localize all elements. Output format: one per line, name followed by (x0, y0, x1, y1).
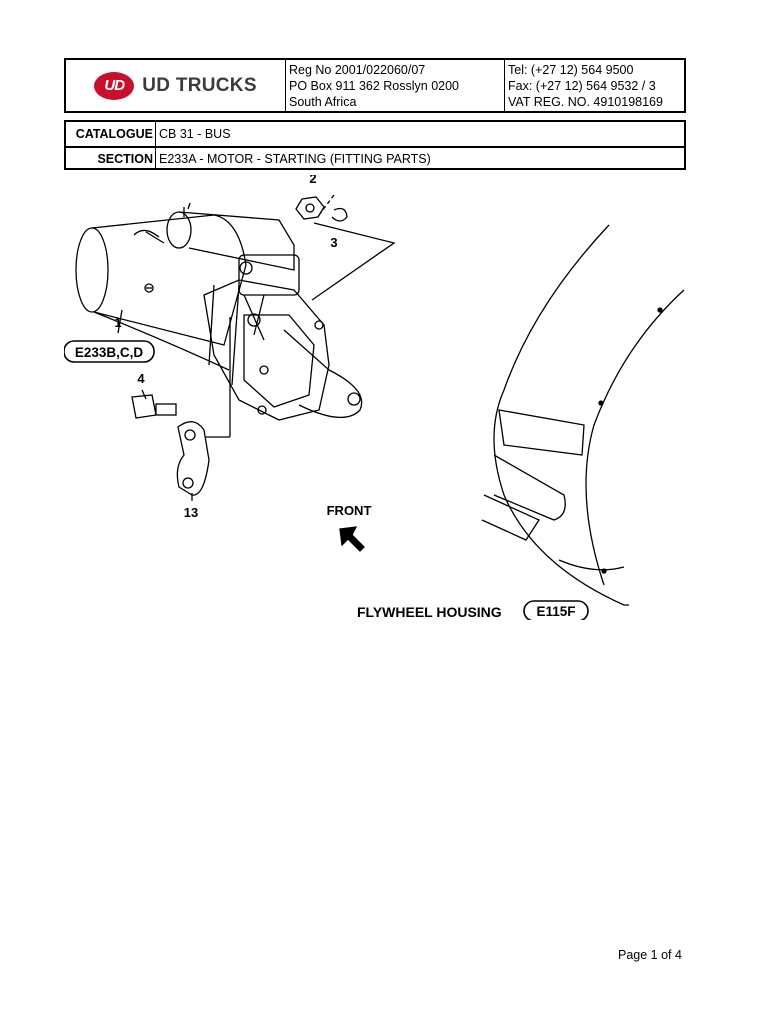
callout-1: 1 (114, 315, 121, 330)
parts-diagram: 2 3 1 4 13 E233B,C,D FRONT FLYWHEEL HOUS… (64, 175, 686, 620)
page-number: Page 1 of 4 (618, 948, 682, 962)
section-label: SECTION (66, 148, 156, 170)
catalogue-label: CATALOGUE (66, 122, 156, 146)
reg-number: Reg No 2001/022060/07 (289, 63, 426, 77)
catalogue-value: CB 31 - BUS (159, 127, 231, 141)
bolt (131, 394, 177, 419)
ref-housing: E115F (536, 604, 575, 619)
front-arrow-icon (339, 526, 365, 552)
flywheel-housing (481, 224, 685, 606)
starter-motor (75, 202, 363, 421)
ud-badge-icon: UD (94, 71, 135, 100)
vat-number: VAT REG. NO. 4910198169 (508, 95, 663, 109)
po-box: PO Box 911 362 Rosslyn 0200 (289, 79, 460, 93)
logo-name: UD TRUCKS (142, 74, 257, 96)
front-label: FRONT (327, 503, 372, 518)
starter-motor-illustration: 2 3 1 4 13 E233B,C,D FRONT FLYWHEEL HOUS… (64, 175, 685, 620)
company-header: UD UD TRUCKS Reg No 2001/022060/07 PO Bo… (64, 58, 686, 113)
nut-and-washer (295, 194, 396, 301)
telephone: Tel: (+27 12) 564 9500 (508, 63, 634, 77)
country: South Africa (289, 95, 357, 109)
bracket (176, 317, 231, 496)
callout-4: 4 (137, 371, 145, 386)
callout-3: 3 (330, 235, 337, 250)
catalogue-table: CATALOGUE CB 31 - BUS SECTION E233A - MO… (64, 120, 686, 170)
address-block: Reg No 2001/022060/07 PO Box 911 362 Ros… (286, 60, 505, 111)
housing-label: FLYWHEEL HOUSING (357, 604, 502, 620)
contact-block: Tel: (+27 12) 564 9500 Fax: (+27 12) 564… (505, 60, 684, 111)
ref-starter: E233B,C,D (75, 345, 144, 360)
callout-13: 13 (184, 505, 198, 520)
section-row: SECTION E233A - MOTOR - STARTING (FITTIN… (66, 146, 684, 170)
fax: Fax: (+27 12) 564 9532 / 3 (508, 79, 656, 93)
company-logo: UD UD TRUCKS (66, 60, 286, 111)
catalogue-row: CATALOGUE CB 31 - BUS (66, 122, 684, 146)
section-value: E233A - MOTOR - STARTING (FITTING PARTS) (159, 152, 431, 166)
callout-2: 2 (309, 175, 316, 186)
